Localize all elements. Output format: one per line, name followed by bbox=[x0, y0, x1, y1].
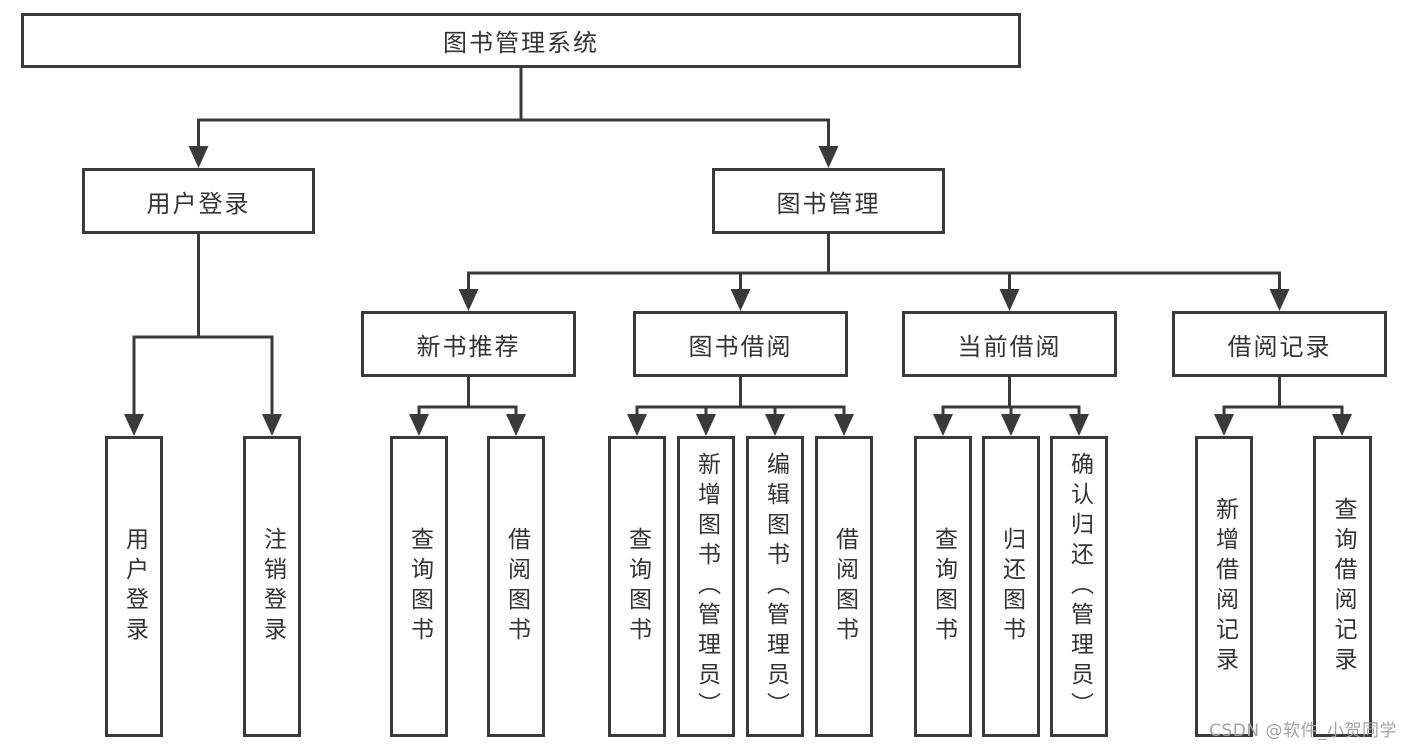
connector-root bbox=[188, 66, 839, 168]
node-label: 查询图书 bbox=[930, 526, 957, 647]
connector-borrowing-records bbox=[1214, 377, 1352, 436]
connector-current-borrowing bbox=[933, 377, 1089, 436]
node-label: 用户登录 bbox=[121, 526, 148, 647]
node-return-books: 归还图书 bbox=[982, 436, 1040, 737]
node-label: 借阅图书 bbox=[831, 526, 858, 647]
watermark: CSDN @软件_小贺同学 bbox=[1209, 721, 1397, 741]
node-root: 图书管理系统 bbox=[21, 13, 1021, 68]
node-label: 当前借阅 bbox=[957, 332, 1062, 361]
node-add-books-admin: 新增图书（管理员） bbox=[677, 436, 735, 737]
node-label: 新增借阅记录 bbox=[1211, 496, 1238, 677]
node-book-borrowing: 图书借阅 bbox=[633, 311, 848, 377]
node-borrow-books: 借阅图书 bbox=[815, 436, 873, 737]
node-current-borrowing: 当前借阅 bbox=[902, 311, 1117, 377]
node-book-management: 图书管理 bbox=[712, 168, 945, 234]
node-label: 图书管理 bbox=[776, 189, 881, 218]
node-borrowing-records: 借阅记录 bbox=[1172, 311, 1387, 377]
connector-book-management bbox=[458, 234, 1290, 311]
node-label: 用户登录 bbox=[146, 189, 251, 218]
connector-book-borrowing bbox=[627, 377, 854, 436]
node-query-books-borrow: 查询图书 bbox=[608, 436, 666, 737]
node-label: 图书管理系统 bbox=[443, 29, 599, 57]
connector-new-book-recommendation bbox=[409, 377, 526, 436]
node-query-books-recommend: 查询图书 bbox=[390, 436, 448, 737]
node-label: 注销登录 bbox=[259, 526, 286, 647]
node-user-login: 用户登录 bbox=[82, 168, 315, 234]
node-edit-books-admin: 编辑图书（管理员） bbox=[746, 436, 804, 737]
node-label: 编辑图书（管理员） bbox=[762, 451, 789, 722]
node-user-login-action: 用户登录 bbox=[105, 436, 163, 737]
node-label: 查询图书 bbox=[406, 526, 433, 647]
node-label: 确认归还（管理员） bbox=[1066, 451, 1093, 722]
node-query-borrow-record: 查询借阅记录 bbox=[1313, 436, 1372, 737]
node-label: 新增图书（管理员） bbox=[693, 451, 720, 722]
node-label: 图书借阅 bbox=[688, 332, 793, 361]
node-new-book-recommendation: 新书推荐 bbox=[361, 311, 576, 377]
node-label: 借阅记录 bbox=[1227, 332, 1332, 361]
node-add-borrow-record: 新增借阅记录 bbox=[1195, 436, 1253, 737]
node-label: 借阅图书 bbox=[503, 526, 530, 647]
node-label: 新书推荐 bbox=[416, 332, 521, 361]
node-borrow-books-recommend: 借阅图书 bbox=[487, 436, 545, 737]
node-label: 查询借阅记录 bbox=[1330, 496, 1356, 677]
node-query-books-current: 查询图书 bbox=[914, 436, 972, 737]
connector-user-login bbox=[124, 234, 282, 436]
node-label: 归还图书 bbox=[998, 526, 1025, 647]
node-logout-action: 注销登录 bbox=[243, 436, 301, 737]
node-label: 查询图书 bbox=[624, 526, 651, 647]
node-confirm-return-admin: 确认归还（管理员） bbox=[1050, 436, 1108, 737]
